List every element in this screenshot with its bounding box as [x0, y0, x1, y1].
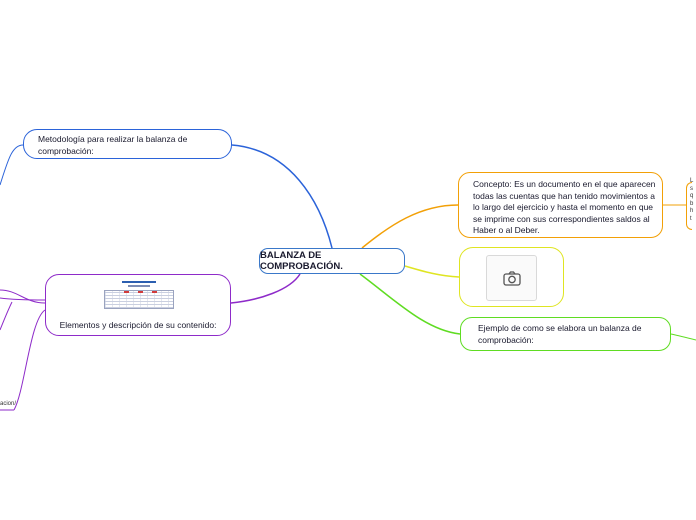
topic-elementos[interactable]: Elementos y descripción de su contenido: — [45, 274, 231, 336]
concepto-child-bracket — [686, 182, 692, 230]
connector-elementos — [230, 273, 301, 304]
fragment-letter: L — [690, 178, 694, 184]
connector-imagen — [404, 265, 460, 278]
fragment-letter: b — [690, 200, 694, 207]
topic-ejemplo-label: Ejemplo de como se elabora un balanza de… — [478, 323, 642, 345]
connector-metodologia-child — [0, 144, 24, 186]
topic-ejemplo[interactable]: Ejemplo de como se elabora un balanza de… — [460, 317, 671, 351]
topic-concepto-label: Concepto: Es un documento en el que apar… — [473, 179, 656, 235]
offscreen-subtopic-right[interactable]: L s q b h t — [690, 178, 696, 223]
fragment-letter: s — [690, 185, 693, 192]
topic-elementos-label: Elementos y descripción de su contenido: — [59, 320, 217, 330]
fragment-letter: q — [690, 193, 694, 199]
balance-sheet-thumbnail — [104, 281, 174, 309]
offscreen-subtopic-left[interactable]: acion/ — [0, 401, 16, 409]
central-topic[interactable]: BALANZA DE COMPROBACIÓN. — [259, 248, 405, 274]
central-topic-label: BALANZA DE COMPROBACIÓN. — [260, 249, 343, 273]
fragment-letter: h — [690, 208, 694, 214]
topic-metodologia-label: Metodología para realizar la balanza de … — [38, 134, 188, 156]
connector-ejemplo-child — [670, 333, 696, 341]
connector-ejemplo — [359, 273, 461, 335]
topic-concepto[interactable]: Concepto: Es un documento en el que apar… — [458, 172, 663, 238]
connector-elementos-child-1 — [0, 297, 46, 301]
topic-image[interactable] — [459, 247, 564, 307]
connector-metodologia — [231, 144, 333, 249]
connector-elementos-child-5 — [0, 301, 13, 331]
connector-elementos-child-2 — [0, 289, 46, 304]
topic-metodologia[interactable]: Metodología para realizar la balanza de … — [23, 129, 232, 159]
camera-icon — [502, 270, 521, 286]
fragment-text: acion/ — [0, 401, 17, 407]
fragment-letter: t — [690, 215, 692, 222]
connector-elementos-child-3 — [13, 309, 46, 411]
image-placeholder[interactable] — [486, 255, 537, 301]
connector-concepto — [361, 204, 459, 249]
